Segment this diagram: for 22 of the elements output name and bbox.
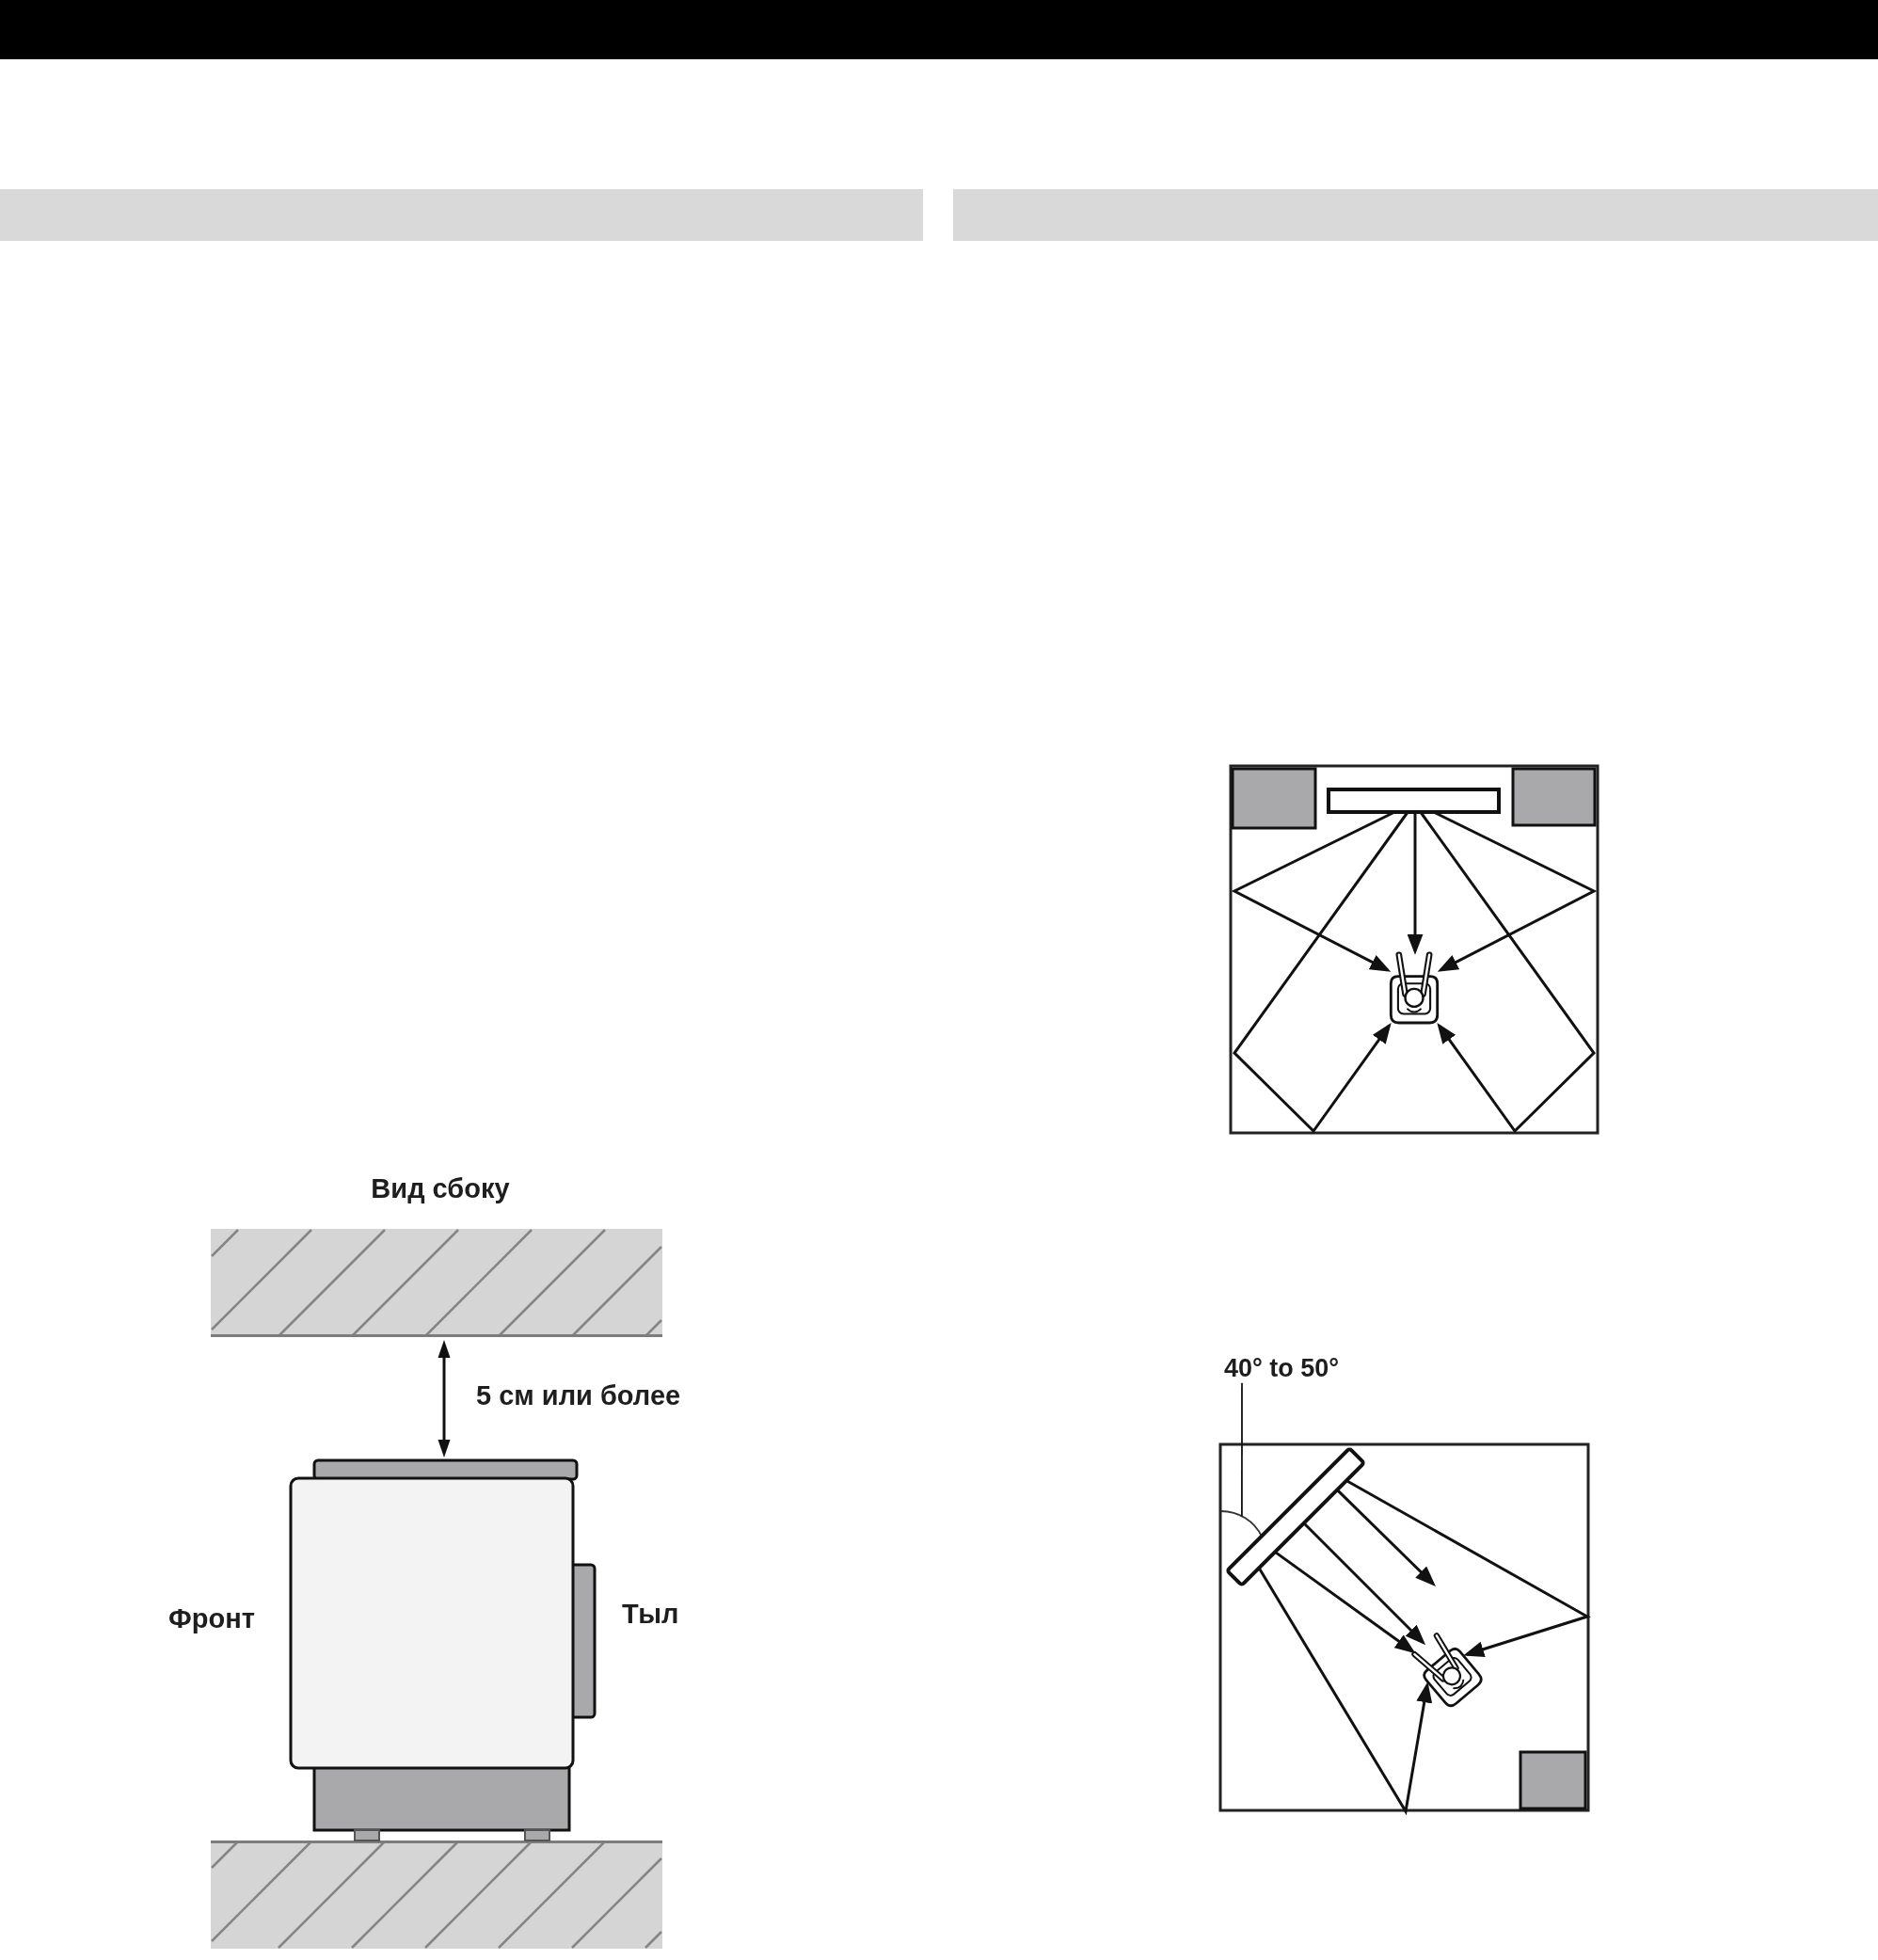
speaker-box bbox=[1511, 767, 1597, 827]
sound-path-arrow bbox=[1407, 812, 1424, 955]
side-label: Фронт bbox=[168, 1604, 255, 1634]
sound-path-arrow bbox=[1345, 1479, 1591, 1657]
sound-path-arrow bbox=[1233, 811, 1409, 1134]
seated-person-icon bbox=[1389, 951, 1440, 1025]
sound-path-arrow bbox=[1302, 1522, 1426, 1646]
top-banner bbox=[0, 0, 1878, 59]
angle-label: 40° to 50° bbox=[1224, 1355, 1340, 1383]
dimension-label: 5 см или более bbox=[476, 1381, 681, 1411]
sound-path-arrow bbox=[1419, 811, 1596, 1134]
sound-path-arrow bbox=[1274, 1551, 1416, 1654]
speaker-box bbox=[1519, 1750, 1587, 1810]
speaker-box bbox=[1231, 767, 1317, 830]
section-header-bar bbox=[0, 189, 923, 241]
seated-person-icon bbox=[1411, 1633, 1483, 1708]
section-header-bar bbox=[953, 189, 1878, 241]
sound-path-arrow bbox=[1257, 1567, 1433, 1816]
sound-path-arrow bbox=[1336, 1489, 1436, 1586]
view-caption: Вид сбоку bbox=[371, 1174, 510, 1204]
side-label: Тыл bbox=[622, 1600, 679, 1630]
soundbar bbox=[1327, 788, 1501, 814]
